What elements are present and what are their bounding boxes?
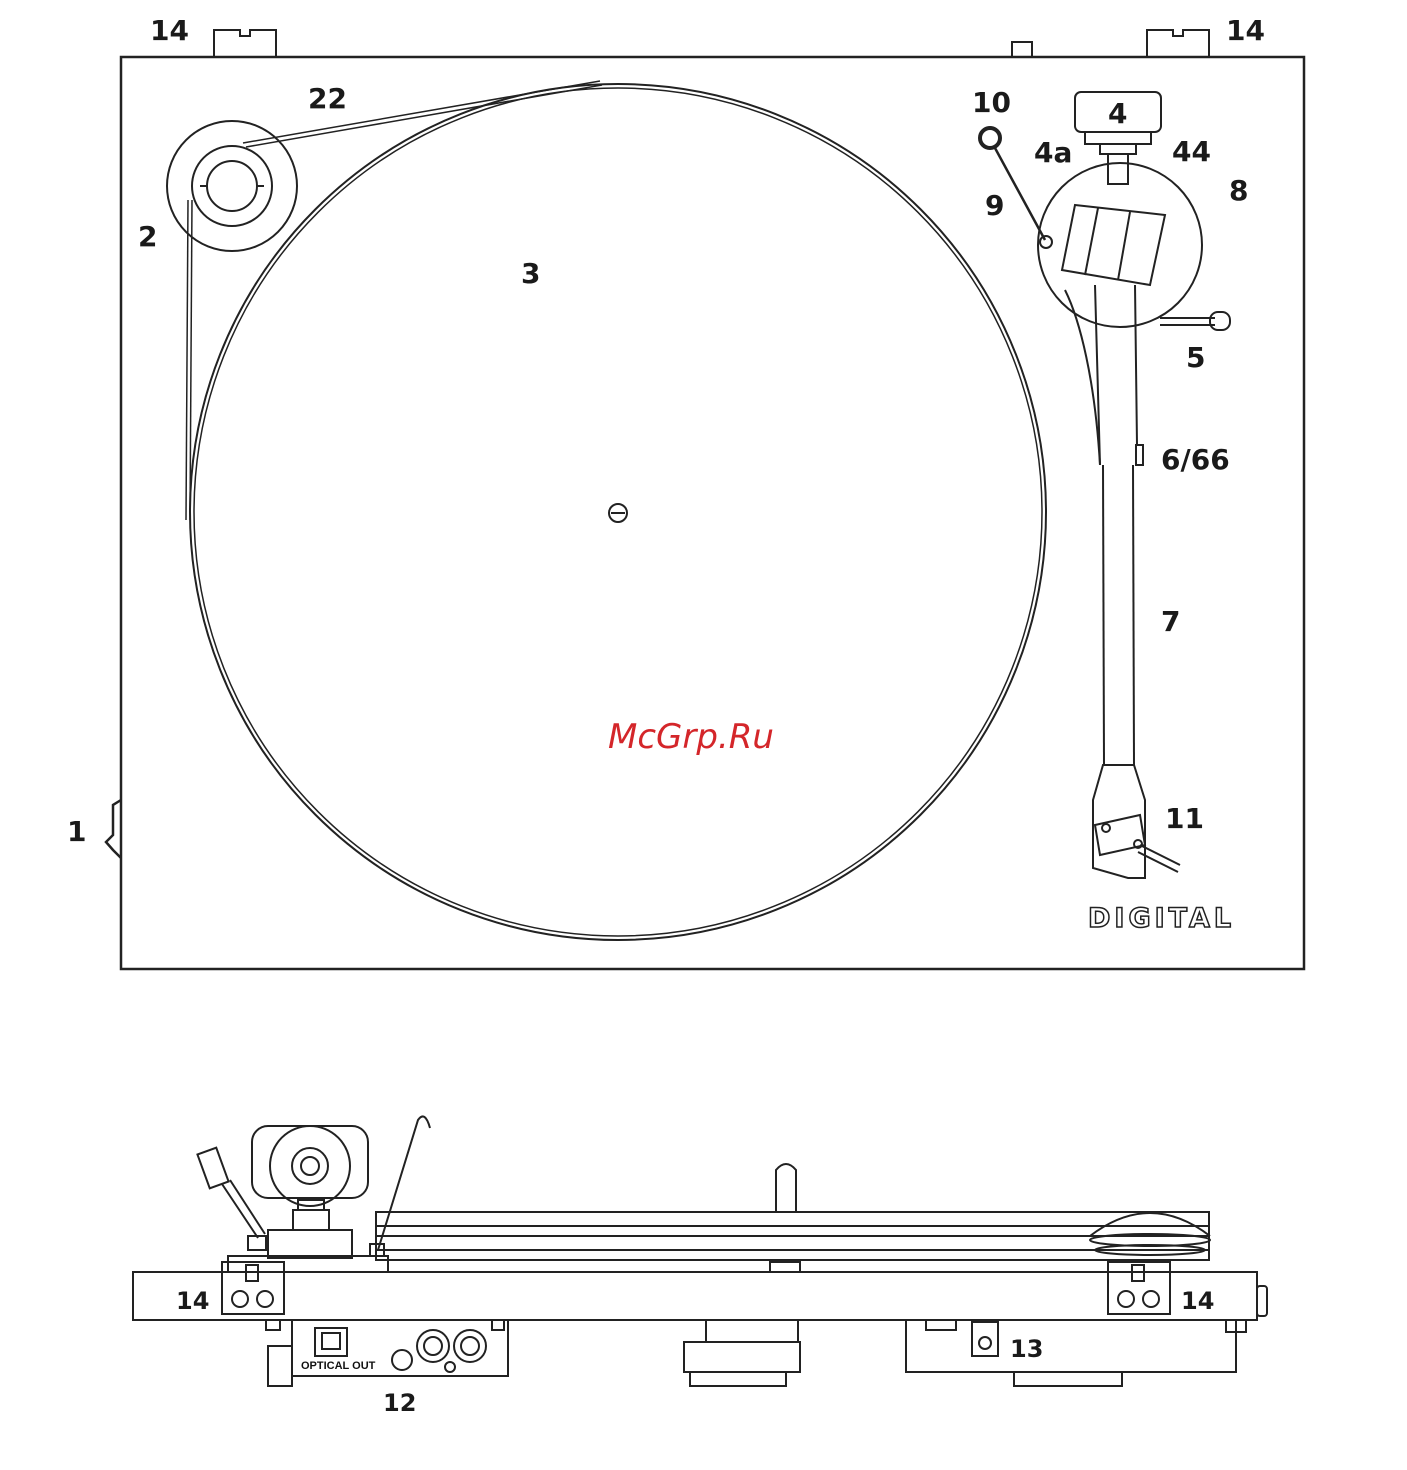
rear-output-panel	[266, 1320, 508, 1386]
side-view	[133, 1116, 1267, 1386]
label-hinge-right: 14	[1226, 14, 1265, 47]
antiskate-ring	[980, 128, 1000, 148]
power-switch	[106, 800, 121, 858]
label-rest: 6/66	[1161, 443, 1230, 476]
top-view	[106, 30, 1304, 969]
label-side-hinge-right: 14	[1181, 1287, 1214, 1315]
rear-power-panel	[906, 1320, 1246, 1386]
label-power-switch: 1	[67, 815, 86, 848]
label-cueing-hook: 10	[972, 86, 1011, 119]
spindle-side	[776, 1164, 796, 1212]
headshell	[1093, 765, 1145, 878]
counterweight-side	[252, 1126, 368, 1206]
label-tonearm-base: 8	[1229, 174, 1248, 207]
tonearm-assembly	[980, 92, 1230, 878]
label-headshell: 11	[1165, 802, 1204, 835]
label-belt: 22	[308, 82, 347, 115]
label-platter: 3	[521, 257, 540, 290]
label-antiskate: 9	[985, 189, 1004, 222]
hinge-side-right	[1108, 1262, 1170, 1314]
watermark: McGrp.Ru	[608, 717, 774, 757]
hinge-left	[214, 30, 276, 57]
label-44: 44	[1172, 135, 1211, 168]
cue-lever-side	[197, 1148, 266, 1250]
label-ring-4a: 4a	[1034, 136, 1072, 169]
label-power-socket: 13	[1010, 1335, 1043, 1363]
center-foot	[684, 1320, 800, 1386]
hinge-right	[1147, 30, 1209, 57]
side-view-labels: 14 14 12 13	[176, 1287, 1214, 1417]
label-pulley: 2	[138, 220, 157, 253]
plinth-top	[121, 57, 1304, 969]
dustcover-tab	[1012, 42, 1032, 57]
label-side-hinge-left: 14	[176, 1287, 209, 1315]
tonearm-base	[1038, 163, 1202, 327]
brand-digital: DIGITAL	[1088, 903, 1235, 934]
hinge-side-left	[222, 1262, 284, 1314]
label-counterweight: 4	[1108, 97, 1127, 130]
optical-out-label: OPTICAL OUT	[301, 1360, 376, 1372]
label-cue-lever: 5	[1186, 341, 1205, 374]
label-outputs: 12	[383, 1389, 416, 1417]
plinth-side	[133, 1272, 1257, 1320]
label-hinge-left: 14	[150, 14, 189, 47]
label-tonearm: 7	[1161, 605, 1180, 638]
motor-pulley	[167, 121, 297, 251]
